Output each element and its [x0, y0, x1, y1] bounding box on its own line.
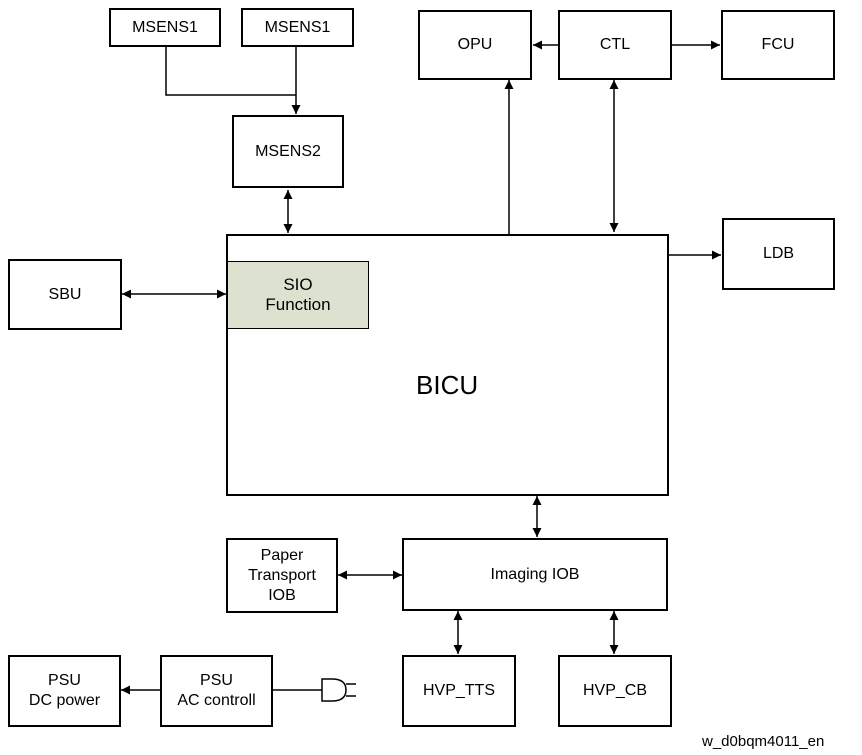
sbu-block: SBU	[8, 259, 122, 330]
ctl-block: CTL	[558, 10, 672, 80]
bicu-label: BICU	[416, 370, 479, 400]
imaging-iob-block: Imaging IOB	[402, 538, 668, 611]
opu-block: OPU	[418, 10, 532, 80]
msens2-block: MSENS2	[232, 115, 344, 188]
connector-msens1-left	[165, 47, 296, 96]
sio-function-block: SIO Function	[227, 261, 369, 329]
msens1-block-right: MSENS1	[241, 8, 354, 47]
psu-dc-power-block: PSU DC power	[8, 655, 121, 727]
psu-ac-control-block: PSU AC controll	[160, 655, 273, 727]
power-plug-icon	[321, 678, 356, 702]
msens1-block-left: MSENS1	[109, 8, 221, 47]
paper-transport-iob-block: Paper Transport IOB	[226, 538, 338, 613]
fcu-block: FCU	[721, 10, 835, 80]
figure-caption: w_d0bqm4011_en	[702, 733, 825, 750]
ldb-block: LDB	[722, 218, 835, 290]
hvp-tts-block: HVP_TTS	[402, 655, 516, 727]
hvp-cb-block: HVP_CB	[558, 655, 672, 727]
